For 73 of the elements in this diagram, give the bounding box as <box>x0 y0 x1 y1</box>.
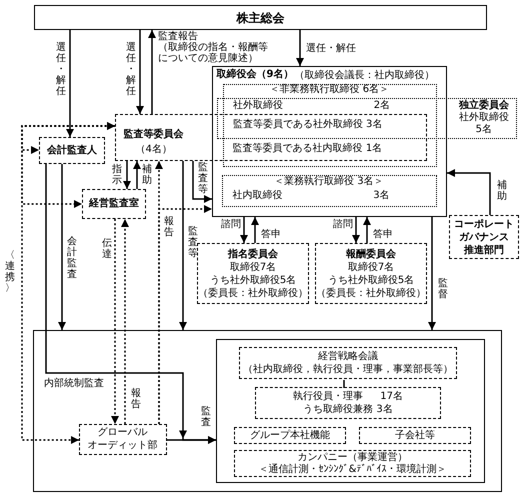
edge-label: 監査等 <box>188 226 198 259</box>
edge-label: 内部統制監査 <box>44 378 104 390</box>
edge-label: 指示 <box>112 164 122 186</box>
node-text: 子会社等 <box>395 430 435 442</box>
node-text: 取締役7名 <box>348 260 394 274</box>
node-text: うち取締役兼務 3名 <box>303 403 393 416</box>
node-text: ＜通信計測・ｾﾝｼﾝｸﾞ&ﾃﾞﾊﾞｲｽ・環境計測＞ <box>258 464 446 476</box>
edge-label: 監査等 <box>198 162 208 195</box>
department-box <box>78 424 166 454</box>
meeting-box <box>239 347 457 379</box>
edge-label: 選任・解任 <box>306 43 356 55</box>
node-text: グローバルオーディット部 <box>88 426 158 452</box>
unit-box <box>359 427 471 444</box>
committee-box <box>315 243 427 304</box>
node-text: 社外取締役 5名 <box>458 112 510 136</box>
officer-box <box>255 387 441 419</box>
edge-label: 諮問 <box>333 219 353 231</box>
committee-box <box>197 243 309 304</box>
edge-label: 報告 <box>164 216 174 238</box>
department-box <box>82 189 146 219</box>
node-text: 監査等委員である社内取締役 1名 <box>232 142 382 155</box>
edge-label: 報告 <box>131 388 141 410</box>
node-text: （委員長：社外取締役） <box>198 286 308 300</box>
edge-label: 答申 <box>373 229 393 241</box>
committee-box <box>115 114 427 161</box>
unit-box <box>234 450 471 477</box>
node-text: 2名 <box>374 100 390 112</box>
edge-label: 伝達 <box>102 238 112 260</box>
auditor-box <box>39 137 105 164</box>
node-title: 取締役会（9名） <box>216 68 294 80</box>
node-text: コーポレートガバナンス推進部門 <box>454 218 514 256</box>
node-text: 社外取締役 <box>232 100 283 112</box>
board-box <box>212 66 447 217</box>
node-title: 経営戦略会議 <box>318 350 378 363</box>
node-text: （4名） <box>134 144 173 156</box>
node-text: （取締役会議長：社内取締役） <box>294 70 434 82</box>
edge-label: 答申 <box>261 229 281 241</box>
node-text: うち社外取締役5名 <box>210 274 296 286</box>
area-box <box>33 330 502 492</box>
node-title: 執行役員・理事 17名 <box>293 390 403 403</box>
edge-label: 諮問 <box>221 219 241 231</box>
node-title: 指名委員会 <box>228 248 278 260</box>
node-text: 会計監査人 <box>47 144 97 156</box>
node-text: （委員長：社外取締役） <box>316 286 426 300</box>
edge-label: 補助 <box>497 180 507 202</box>
area-box <box>216 338 484 482</box>
edge-label: 監査報告（取締役の指名・報酬等についての意見陳述） <box>158 31 268 64</box>
director-group-box <box>222 84 436 166</box>
node-text: 株主総会 <box>236 12 284 24</box>
node-title: 独立委員会 <box>458 100 510 112</box>
edge-label: 監査 <box>201 406 211 428</box>
edge-label: 補助 <box>142 164 152 186</box>
unit-box <box>234 427 346 444</box>
node-title: カンパニー（事業運営） <box>298 452 408 464</box>
edge-label: 会計監査 <box>67 236 77 280</box>
node-title: 監査等委員会 <box>122 128 185 141</box>
committee-box <box>217 98 517 139</box>
node-text: 社内取締役 <box>232 190 282 202</box>
node-text: 3名 <box>373 190 390 202</box>
node-text: 取締役7名 <box>230 260 276 274</box>
node-text: うち社外取締役5名 <box>328 274 414 286</box>
node-title: 報酬委員会 <box>346 248 396 260</box>
relation-label: 〈連携〉 <box>5 250 15 294</box>
node-text: 監査等委員である社外取締役 3名 <box>232 118 382 131</box>
director-group-box <box>222 174 436 206</box>
edge-label: 選任・解任 <box>56 42 66 97</box>
node-title: ＜業務執行取締役 3名＞ <box>273 176 385 188</box>
edge-label: 選任・解任 <box>126 42 136 97</box>
edge-label: 監督 <box>438 278 448 300</box>
meeting-box <box>34 5 487 30</box>
node-text: （社内取締役，執行役員・理事，事業部長等） <box>243 363 453 376</box>
node-text: グループ本社機能 <box>250 430 330 442</box>
node-text: 経営監査室 <box>89 198 139 210</box>
